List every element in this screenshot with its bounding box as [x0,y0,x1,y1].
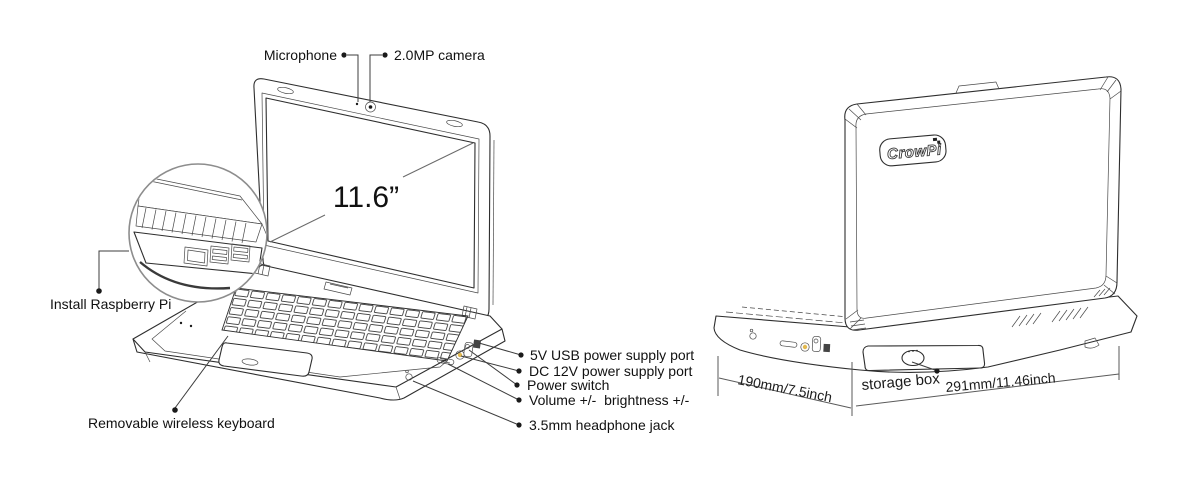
rear-lid-inner-frame [855,88,1111,319]
power-switch-icon [811,336,822,352]
removable-keyboard-label: Removable wireless keyboard [88,415,275,431]
power-switch-label: Power switch [527,377,609,393]
vent-grille [1011,306,1089,328]
keyboard-keys [221,287,469,362]
hinge-center [323,281,353,296]
rear-side-ports [749,328,831,353]
bezel-vent-right [446,119,463,128]
width-dimension-label: 291mm/11.46inch [945,369,1056,395]
headphone-label: 3.5mm headphone jack [529,417,676,433]
ethernet-port-icon [183,246,209,267]
microphone-label: Microphone [264,47,337,63]
dc-jack-center [802,344,808,350]
rear-laptop-illustration: CrowPi [713,76,1138,373]
front-latch [241,358,259,366]
screen-diagonal-line [269,142,474,243]
storage-box-knob [901,349,925,367]
volume-rocker-icon [779,340,798,348]
bezel-vent-left [277,86,294,95]
magnifier-detail [128,163,268,303]
corner-vent [1093,287,1111,298]
microphone-hole-icon [355,102,359,106]
depth-dimension-label: 190mm/7.5inch [736,371,833,405]
camera-label: 2.0MP camera [394,47,485,63]
usb-port-icon [472,339,482,349]
usb-port-icon [823,343,831,353]
indicator-led [189,324,193,328]
crowpi-logo: CrowPi [879,134,947,167]
touchpad [218,342,313,377]
storage-box-label: storage box [861,370,941,394]
rear-lid [844,76,1122,331]
volume-rocker-icon [436,357,455,365]
crowpi-logo-text: CrowPi [886,141,942,163]
callout-leaders [96,52,940,428]
corner-bumpers [844,76,1122,330]
crowpi-logo-bird-icon [932,137,941,144]
headphone-jack-icon [749,332,757,340]
volume-brightness-label: Volume +/- brightness +/- [529,392,690,408]
dc-jack-icon [800,342,810,352]
dimension-lines [717,346,1120,416]
camera-bump [955,81,1000,94]
headphone-jack-icon [405,373,413,381]
front-laptop-illustration [132,78,506,401]
callout-labels: Microphone 2.0MP camera 11.6” Install Ra… [50,47,1056,433]
rubber-foot [1084,337,1100,349]
hinge-bumper [849,319,867,331]
usb-power-label: 5V USB power supply port [530,347,694,363]
indicator-led [179,321,183,325]
dc-power-label: DC 12V power supply port [529,363,693,379]
storage-box [862,344,986,372]
usb-stack-icon [230,243,251,263]
laptop-screen [265,97,476,289]
install-raspberry-pi-label: Install Raspberry Pi [50,296,171,312]
usb-stack-icon [209,245,230,265]
power-switch-icon [463,342,474,358]
side-ports [405,339,482,381]
screen-size-label: 11.6” [333,181,399,214]
